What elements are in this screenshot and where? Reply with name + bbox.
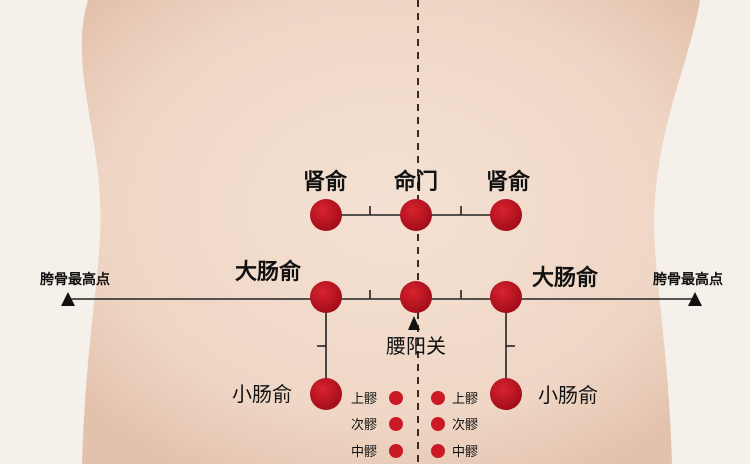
shangliao-right-point [431, 391, 445, 405]
yaoyangguan-point [400, 281, 432, 313]
left-marker-icon [61, 292, 75, 306]
right-marker-icon [688, 292, 702, 306]
shangliao-right-label: 上髎 [452, 392, 478, 407]
shangliao-left-label: 上髎 [351, 392, 377, 407]
shenshu-right-label: 肾俞 [486, 169, 531, 195]
yaoyangguan-label: 腰阳关 [386, 334, 446, 358]
shenshu-left-point [310, 199, 342, 231]
ciliao-left-point [389, 417, 403, 431]
zhongliao-left-label: 中髎 [351, 445, 377, 460]
ciliao-right-label: 次髎 [452, 417, 478, 433]
dachangshu-left-point [310, 281, 342, 313]
iliac-crest-left-label: 胯骨最高点 [40, 271, 110, 288]
xiaochangshu-right-point [490, 378, 522, 410]
dachangshu-right-label: 大肠俞 [532, 265, 599, 291]
mingmen-label: 命门 [394, 169, 438, 195]
shenshu-right-point [490, 199, 522, 231]
iliac-crest-right-label: 胯骨最高点 [653, 271, 723, 288]
dachangshu-left-label: 大肠俞 [235, 259, 302, 285]
back-silhouette [81, 0, 700, 464]
mingmen-point [400, 199, 432, 231]
xiaochangshu-right-label: 小肠俞 [538, 383, 598, 407]
xiaochangshu-left-point [310, 378, 342, 410]
zhongliao-right-point [431, 444, 445, 458]
yaoyangguan-marker-icon [408, 316, 420, 330]
zhongliao-left-point [389, 444, 403, 458]
ciliao-right-point [431, 417, 445, 431]
ciliao-left-label: 次髎 [351, 417, 377, 433]
xiaochangshu-left-label: 小肠俞 [232, 382, 292, 406]
zhongliao-right-label: 中髎 [452, 445, 478, 460]
dachangshu-right-point [490, 281, 522, 313]
shenshu-left-label: 肾俞 [303, 169, 348, 195]
shangliao-left-point [389, 391, 403, 405]
